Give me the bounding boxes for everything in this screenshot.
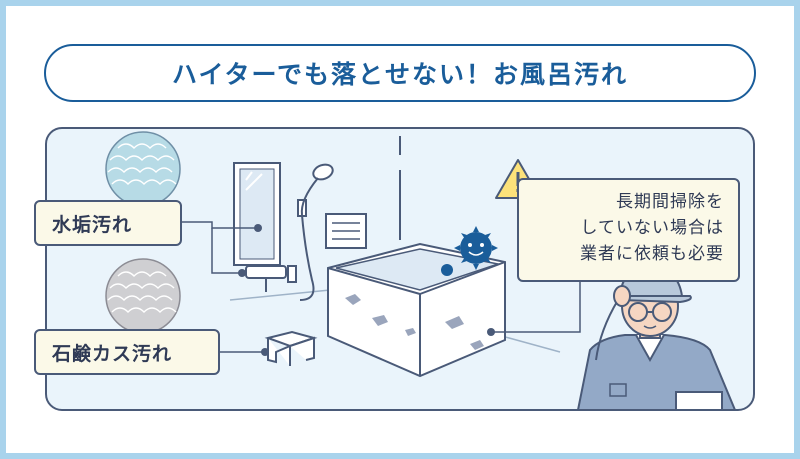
advice-note-line-2: していない場合は	[580, 218, 724, 238]
grime-patch	[445, 316, 464, 329]
water-scale-swatch	[105, 131, 181, 207]
germ-icon-small	[441, 264, 453, 276]
stool-group	[261, 330, 318, 366]
note-pointer	[491, 282, 581, 333]
water-scale-label: 水垢汚れ	[34, 200, 182, 246]
page-title: ハイターでも落とせない！お風呂汚れ	[171, 60, 628, 89]
germ-icon	[454, 226, 498, 270]
grime-patch	[405, 328, 416, 336]
soap-scum-label-text: 石鹸カス汚れ	[52, 342, 173, 365]
advice-note-line-3: 業者に依頼も必要	[580, 244, 724, 264]
water-scale-pointer	[182, 221, 258, 229]
water-scale-pointer-2	[211, 228, 242, 274]
mirror-group	[233, 162, 281, 266]
title-banner: ハイターでも落とせない！お風呂汚れ	[44, 44, 756, 102]
control-panel	[325, 213, 367, 249]
advice-note-line-1: 長期間掃除を	[616, 192, 724, 212]
shower-group	[297, 163, 334, 301]
grime-patch	[372, 315, 388, 326]
soap-scum-label: 石鹸カス汚れ	[34, 329, 220, 375]
grime-patch	[470, 340, 484, 350]
bathtub-group	[327, 242, 506, 378]
soap-scum-swatch	[105, 258, 181, 334]
grime-patch	[345, 294, 361, 305]
water-scale-label-text: 水垢汚れ	[52, 213, 133, 236]
advice-note: 長期間掃除を していない場合は 業者に依頼も必要	[517, 178, 740, 282]
